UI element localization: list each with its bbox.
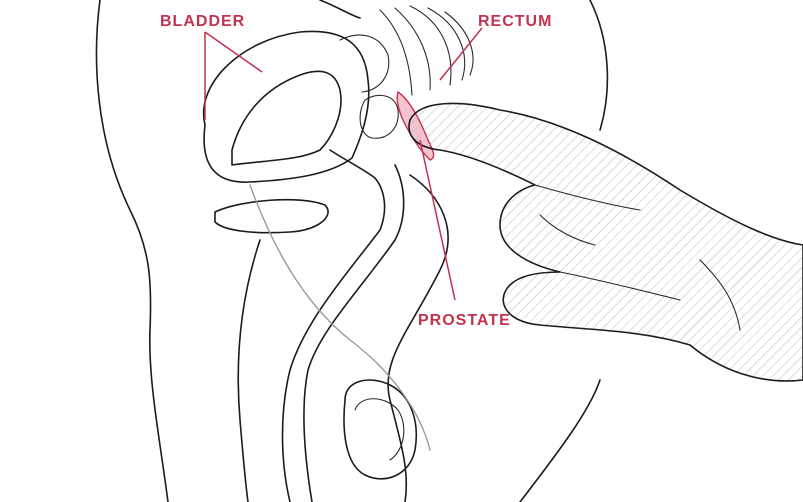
rectum-leader: [439, 27, 483, 81]
bladder: [202, 30, 370, 183]
urethra: [281, 149, 449, 502]
body-outline: [95, 0, 609, 502]
testis: [343, 379, 417, 480]
seminal-vesicle: [339, 34, 399, 139]
rectum: [379, 5, 474, 96]
prostate-label: PROSTATE: [418, 312, 511, 329]
vas-deferens: [249, 184, 431, 451]
gloved-hand: [408, 102, 803, 382]
prostate-leader: [419, 139, 456, 301]
rectum-label: RECTUM: [478, 13, 552, 30]
pubic-bone: [214, 198, 329, 502]
bladder-label: BLADDER: [160, 13, 245, 30]
bladder-leader-1: [204, 31, 263, 73]
leader-lines: [204, 27, 483, 301]
